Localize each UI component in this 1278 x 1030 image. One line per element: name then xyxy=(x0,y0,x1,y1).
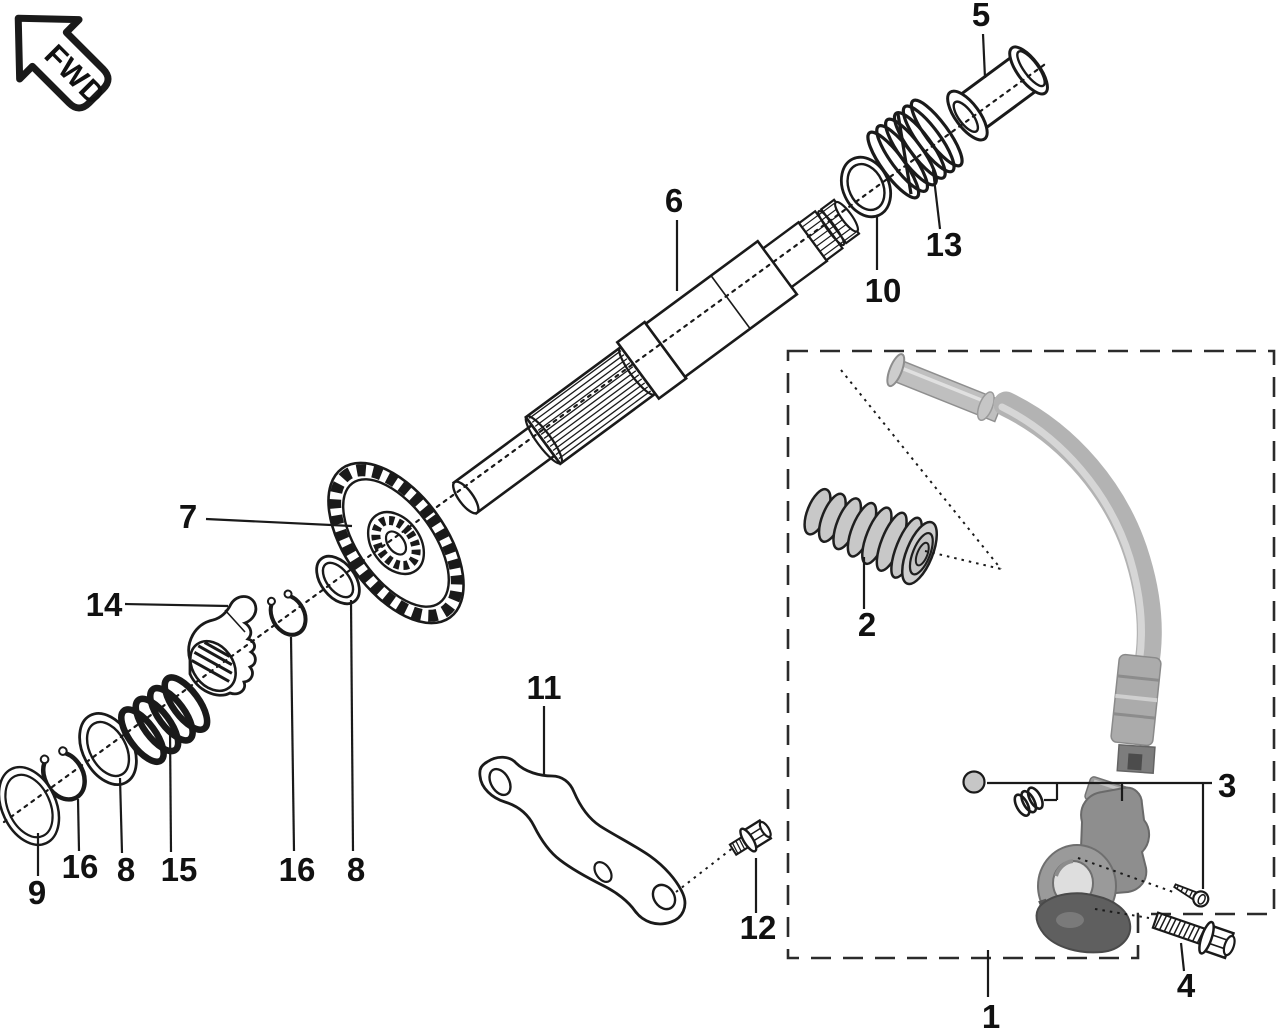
callout-6: 6 xyxy=(665,182,683,219)
callout-11: 11 xyxy=(527,669,562,706)
callout-4: 4 xyxy=(1177,967,1196,1004)
part-7-gear xyxy=(327,461,465,625)
leader-16-upper xyxy=(289,636,296,852)
arm-hole-middle xyxy=(593,861,613,883)
leader-15 xyxy=(168,728,173,853)
fit-line-dotted xyxy=(924,550,1002,570)
part-3-screw xyxy=(1173,883,1210,908)
boss-jaw-highlight xyxy=(1056,912,1084,928)
kick-lever-arm xyxy=(993,391,1162,681)
callout-3-bracket xyxy=(987,781,1212,889)
callout-14: 14 xyxy=(86,586,123,623)
fit-line-dotted xyxy=(1094,908,1150,919)
fit-line-dotted xyxy=(675,846,735,893)
leader-8-lower xyxy=(118,777,124,854)
part-9-washer xyxy=(0,765,61,847)
callout-3: 3 xyxy=(1218,767,1236,804)
callout-10: 10 xyxy=(865,272,902,309)
main-centerline xyxy=(2,60,1050,824)
rubber-bore xyxy=(914,541,930,567)
part-11-stopper-arm xyxy=(478,755,687,926)
part-3-spring xyxy=(1013,786,1044,818)
kick-lever-arm-highlight xyxy=(998,403,1146,668)
callout-9: 9 xyxy=(28,874,46,911)
callout-5: 5 xyxy=(972,0,990,33)
part-16-circlip-upper xyxy=(266,589,308,637)
arm-hole-left xyxy=(488,767,512,797)
fit-line-dotted xyxy=(840,369,1002,570)
pedal-collar xyxy=(976,391,995,422)
gear-bore xyxy=(384,530,408,556)
kick-lever-tip xyxy=(1116,743,1156,774)
boss-hole-shadow xyxy=(1054,859,1074,877)
callout-8-lower: 8 xyxy=(117,851,135,888)
callout-2: 2 xyxy=(858,606,876,643)
callout-16-lower: 16 xyxy=(62,848,99,885)
part-8-washer-upper xyxy=(315,554,361,606)
callout-12: 12 xyxy=(740,909,777,946)
callout-15: 15 xyxy=(161,851,198,888)
fit-line-dotted xyxy=(1077,857,1177,894)
part-12-bolt xyxy=(728,818,773,857)
shaft-spline-ridges xyxy=(528,350,652,460)
part-5-collar xyxy=(946,45,1049,142)
leader-13 xyxy=(931,169,942,230)
arm-hole-right xyxy=(651,883,677,911)
part-13-spring xyxy=(866,98,964,200)
leader-16-lower xyxy=(76,798,81,852)
part-15-spring xyxy=(118,674,211,765)
leader-lines xyxy=(36,33,1186,997)
callout-labels: 5 13 10 6 7 14 16 8 11 12 9 16 8 15 2 3 … xyxy=(28,0,1237,1030)
kick-lever xyxy=(886,353,1162,774)
leader-7 xyxy=(205,517,353,528)
kick-lever-boss xyxy=(1035,776,1150,954)
part-4-bolt xyxy=(1151,911,1236,960)
pedal-end-flange xyxy=(886,353,906,388)
leader-14 xyxy=(124,602,229,608)
fwd-arrow-icon xyxy=(14,14,112,112)
part-2-pedal-rubber xyxy=(803,487,939,586)
callout-16-upper: 16 xyxy=(279,851,316,888)
leader-8-upper xyxy=(349,599,355,852)
callout-7: 7 xyxy=(179,498,197,535)
fwd-direction-badge: FWD xyxy=(14,14,112,112)
assembly-group-box xyxy=(786,349,1276,960)
part-6-shaft xyxy=(451,198,861,516)
leader-5 xyxy=(981,33,987,79)
callout-8-upper: 8 xyxy=(347,851,365,888)
leader-4 xyxy=(1179,942,1186,972)
part-3-ball xyxy=(962,770,986,794)
part-16-circlip-lower xyxy=(39,746,87,802)
kick-lever-knurled-sleeve xyxy=(1110,653,1162,747)
boss-lower-jaw xyxy=(1035,892,1132,954)
callout-13: 13 xyxy=(926,226,963,263)
callout-1: 1 xyxy=(982,998,1000,1030)
